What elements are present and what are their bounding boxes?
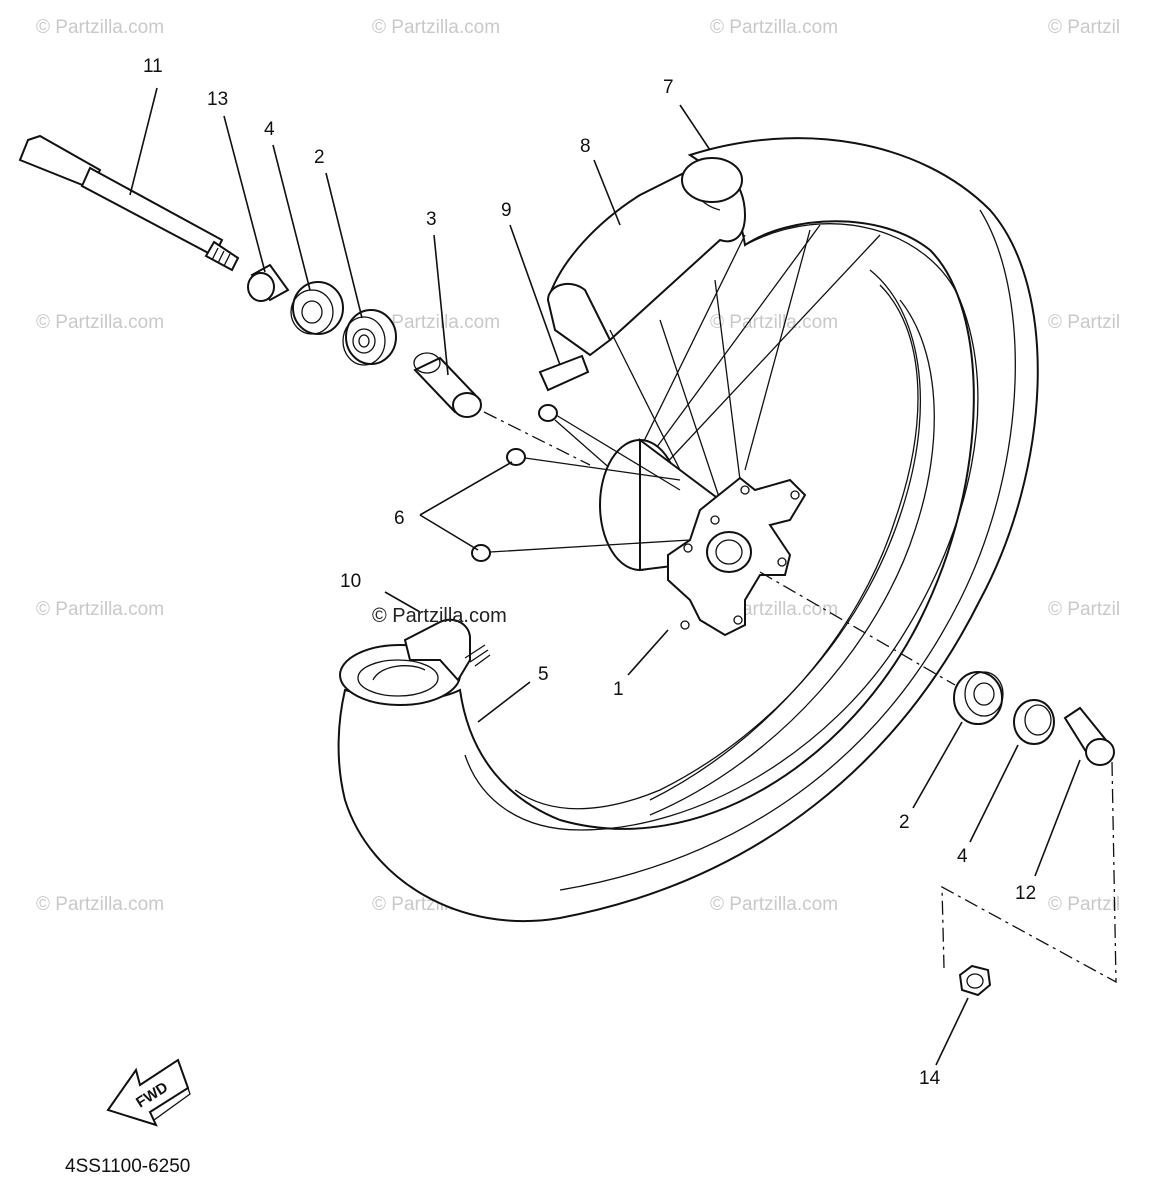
callout-8: 8 xyxy=(580,136,591,157)
watermark: © Partzil xyxy=(1048,17,1120,38)
rim xyxy=(464,223,979,831)
tube-valve-stem xyxy=(538,354,590,392)
spoke-nipple xyxy=(506,448,526,466)
callout-11: 11 xyxy=(143,56,163,77)
spacer xyxy=(413,352,482,418)
callout-13: 13 xyxy=(207,89,228,110)
tube xyxy=(546,282,612,357)
leader-lines xyxy=(129,87,1117,1066)
callout-6: 6 xyxy=(394,508,405,529)
callout-3: 3 xyxy=(426,209,437,230)
callout-10: 10 xyxy=(340,571,361,592)
callout-2: 2 xyxy=(314,147,325,168)
spoke-nipples xyxy=(471,404,691,562)
hub xyxy=(599,438,807,637)
watermark: © Partzilla.com xyxy=(372,17,500,38)
watermark: © Partzilla.com xyxy=(710,894,838,915)
collar-face xyxy=(247,272,275,302)
rim-band-and-tube xyxy=(538,157,747,392)
callout-1: 1 xyxy=(613,679,624,700)
watermark: © Partzilla.com xyxy=(710,17,838,38)
diagram-code: 4SS1100-6250 xyxy=(65,1156,190,1177)
watermark: © Partzilla.com xyxy=(710,312,838,333)
oil-seal-right xyxy=(1013,699,1055,745)
axle xyxy=(18,134,240,272)
hub-bore xyxy=(706,531,752,573)
callout-4: 4 xyxy=(957,846,968,867)
watermark: © Partzilla.com xyxy=(372,312,500,333)
bearing xyxy=(342,309,397,366)
watermark: © Partzilla.com xyxy=(36,894,164,915)
callout-14: 14 xyxy=(919,1068,941,1089)
fwd-arrow-icon: FWD xyxy=(106,1058,191,1127)
axle-nut xyxy=(958,964,992,997)
watermark: © Partzilla.com xyxy=(36,599,164,620)
oil-seal xyxy=(290,281,344,335)
callout-12: 12 xyxy=(1015,883,1036,904)
callout-5: 5 xyxy=(538,664,549,685)
callout-9: 9 xyxy=(501,200,512,221)
tube-cut-end xyxy=(681,157,743,203)
collar-right xyxy=(1063,706,1115,766)
spoke-nipple xyxy=(538,404,558,422)
bearing-right xyxy=(953,671,1004,725)
watermark: © Partzilla.com xyxy=(36,17,164,38)
callout-2: 2 xyxy=(899,812,910,833)
rim-lock xyxy=(403,618,491,682)
watermark: © Partzil xyxy=(1048,894,1120,915)
watermark: © Partzil xyxy=(1048,312,1120,333)
callouts: 11 13 4 2 3 9 8 7 6 10 5 1 2 4 12 14 xyxy=(143,56,1036,1089)
watermark: © Partzilla.com xyxy=(36,312,164,333)
watermark-grid: © Partzilla.com © Partzilla.com © Partzi… xyxy=(36,17,1120,915)
callout-4: 4 xyxy=(264,119,275,140)
watermark-center: © Partzilla.com xyxy=(372,605,507,627)
watermark: © Partzil xyxy=(1048,599,1120,620)
callout-7: 7 xyxy=(663,77,674,98)
